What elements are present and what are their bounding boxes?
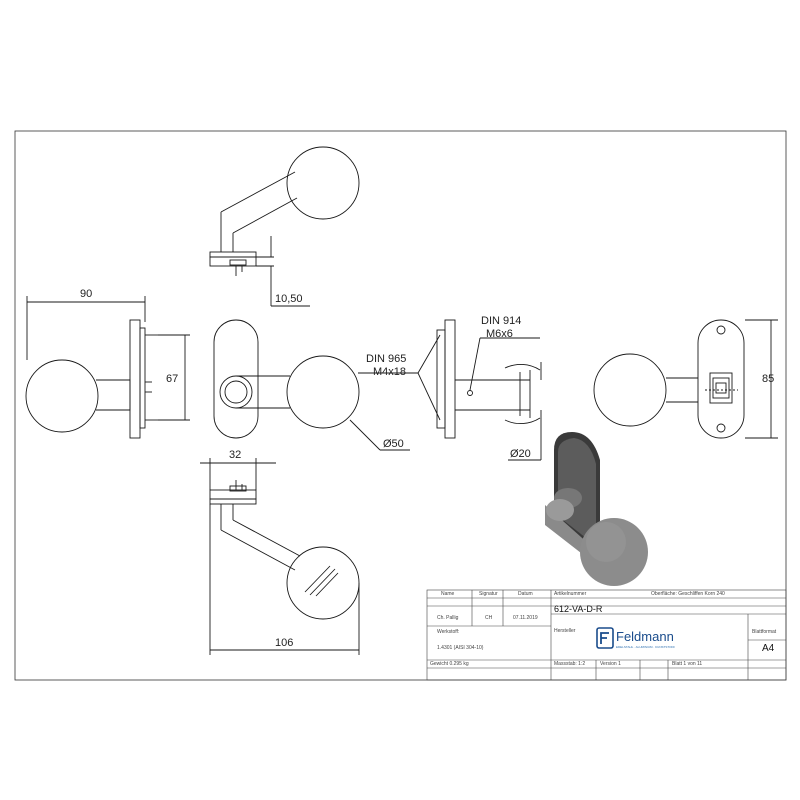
- feldmann-logo-mark: [596, 627, 614, 649]
- tb-gewicht: Gewicht 0.295 kg: [430, 661, 469, 667]
- drawing-frame: [14, 130, 787, 681]
- dim-height-67: 67: [166, 373, 178, 385]
- front-view: [213, 319, 410, 451]
- tb-col-name: Name: [441, 591, 455, 597]
- tb-col-signatur: Signatur: [479, 591, 498, 597]
- tb-version: Version 1: [600, 661, 621, 667]
- tb-werkstoff-label: Werkstoff:: [437, 629, 460, 635]
- tb-oberflaeche: Oberfläche: Geschliffen Korn 240: [651, 591, 725, 597]
- dim-din965-a: DIN 965: [366, 353, 406, 365]
- title-block: [426, 589, 787, 681]
- dim-length-106: 106: [275, 637, 293, 649]
- tb-blattformat-value: A4: [762, 643, 775, 654]
- dim-width-90: 90: [80, 288, 92, 300]
- tb-blatt: Blatt 1 von 11: [672, 661, 703, 667]
- dim-rose-height: 85: [762, 373, 774, 385]
- feldmann-logo-tagline: EDELSTAHL · ALUMINIUM · KUNSTSTOFF: [616, 645, 676, 649]
- dim-din914-a: DIN 914: [481, 315, 521, 327]
- tb-col-datum: Datum: [518, 591, 533, 597]
- tb-hersteller-label: Hersteller: [554, 628, 576, 634]
- section-view: [358, 319, 542, 461]
- dim-ball-dia: Ø50: [383, 438, 404, 450]
- dim-din914-b: M6x6: [486, 328, 513, 340]
- bottom-view: [200, 458, 360, 655]
- feldmann-logo-text: Feldmann: [616, 629, 674, 644]
- tb-massstab: Massstab: 1:2: [554, 661, 586, 667]
- tb-signatur-value: CH: [485, 615, 493, 621]
- dim-din965-b: M4x18: [373, 366, 406, 378]
- tb-name-value: Ch. Pallig: [437, 615, 459, 621]
- dim-top-height: 10,50: [275, 293, 303, 305]
- article-number: 612-VA-D-R: [554, 604, 603, 614]
- tb-datum-value: 07.11.2019: [513, 615, 538, 621]
- dim-neck-dia: Ø20: [510, 448, 531, 460]
- isometric-view: [545, 432, 648, 586]
- rear-view: [593, 319, 778, 439]
- tb-werkstoff-value: 1.4301 (AISI 304-10): [437, 645, 484, 651]
- left-side-view: [25, 296, 190, 439]
- dim-depth-32: 32: [229, 449, 241, 461]
- tb-blattformat-label: Blattformat: [752, 629, 777, 635]
- tb-artikelnummer-label: Artikelnummer: [554, 591, 587, 597]
- top-view: [209, 146, 360, 307]
